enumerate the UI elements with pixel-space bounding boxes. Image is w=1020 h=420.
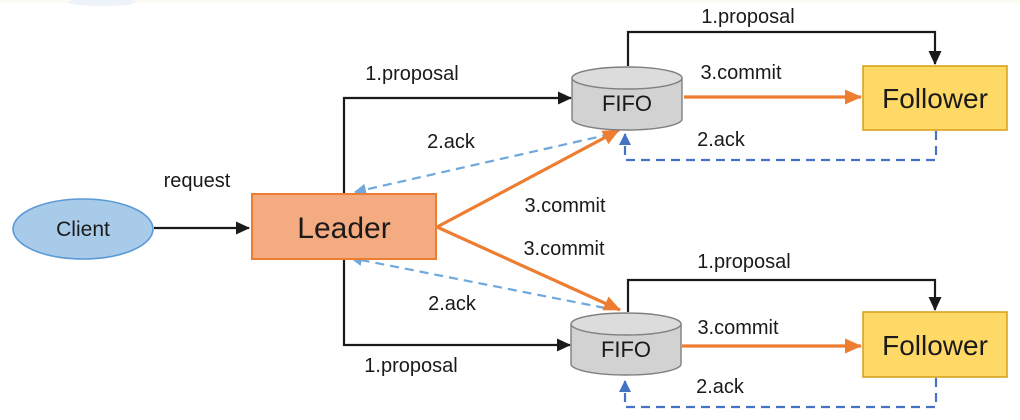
proposal-label-fifo-top: 1.proposal	[701, 6, 794, 28]
follower-top-label: Follower	[882, 83, 988, 114]
ack-label-leader-bottom: 2.ack	[428, 293, 477, 315]
commit-label-leader-top: 3.commit	[524, 195, 606, 217]
follower-bottom-node: Follower	[862, 311, 1008, 378]
fifo-bottom-cylinder-lid	[570, 312, 682, 336]
follower-top-shape	[862, 65, 1008, 131]
client-shape	[12, 198, 154, 260]
follower-bottom-shape	[862, 311, 1008, 378]
proposal-arrow-fifo-bottom-to-follower-bottom	[626, 278, 942, 312]
follower-bottom-label: Follower	[882, 330, 988, 361]
proposal-arrow-fifo-top-to-follower-top	[626, 30, 942, 66]
proposal-label-fifo-bottom: 1.proposal	[697, 251, 790, 273]
ack-label-follower-bottom: 2.ack	[696, 376, 745, 398]
fifo-top-label: FIFO	[602, 91, 652, 116]
fifo-top-node: FIFO	[571, 66, 683, 131]
top-edge-artifact	[0, 0, 1020, 3]
commit-label-leader-bottom: 3.commit	[523, 238, 605, 260]
client-label: Client	[56, 218, 110, 241]
proposal-label-leader-bottom: 1.proposal	[364, 355, 457, 377]
ack-label-follower-top: 2.ack	[697, 129, 746, 151]
follower-top-node: Follower	[862, 65, 1008, 131]
ack-arrow-fifo-top-to-leader	[354, 132, 612, 196]
commit-arrow-leader-to-fifo-top	[436, 128, 620, 229]
commit-arrow-leader-to-fifo-bottom	[436, 225, 621, 312]
commit-label-fifo-bottom: 3.commit	[697, 317, 779, 339]
ack-arrow-follower-bottom-to-fifo-bottom	[619, 378, 938, 409]
fifo-bottom-node: FIFO	[570, 312, 682, 376]
request-label: request	[164, 170, 231, 192]
proposal-arrow-leader-to-fifo-top	[342, 91, 572, 193]
client-node: Client	[12, 198, 154, 260]
fifo-bottom-cylinder-body	[570, 323, 682, 376]
ack-label-leader-top: 2.ack	[427, 131, 476, 153]
fifo-top-cylinder-lid	[571, 66, 683, 90]
ack-arrow-follower-top-to-fifo-top	[619, 131, 938, 162]
fifo-bottom-label: FIFO	[601, 337, 651, 362]
ack-arrow-fifo-bottom-to-leader	[350, 254, 606, 310]
commit-label-fifo-top: 3.commit	[700, 62, 782, 84]
fifo-top-cylinder-body	[571, 77, 683, 131]
proposal-label-leader-top: 1.proposal	[365, 63, 458, 85]
proposal-arrow-leader-to-fifo-bottom	[342, 260, 571, 352]
leader-label: Leader	[297, 212, 390, 245]
top-edge-blob-artifact	[68, 0, 136, 6]
leader-shape	[251, 193, 437, 260]
leader-node: Leader	[251, 193, 437, 260]
